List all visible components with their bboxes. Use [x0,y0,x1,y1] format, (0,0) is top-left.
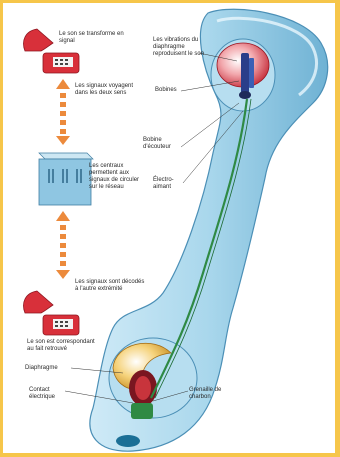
earpiece-assembly [211,39,275,111]
signal-arrows-top [56,79,70,145]
telephone-diagram [3,3,335,453]
caption-phone-bottom: Le son est correspondant au fait retrouv… [27,339,99,353]
exchange-cabinet-icon [39,153,93,205]
label-electro-aimant: Électro-aimant [153,177,185,191]
caption-exchange: Les centraux permettent aux signaux de c… [89,163,147,191]
label-diaphragme: Diaphragme [25,365,71,372]
telephone-icon [24,291,80,335]
label-grenaille: Grenaille de charbon [189,387,233,401]
label-contact: Contact électrique [29,387,65,401]
label-vibrations: Les vibrations du diaphragme reproduisen… [153,37,205,58]
caption-sound-to-signal: Le son se transforme en signal [59,31,139,45]
label-bobines: Bobines [155,87,185,94]
caption-signals-decoded: Les signaux sont décodés à l'autre extré… [75,279,145,293]
label-ecouteur: Bobine d'écouteur [143,137,183,151]
caption-signals-travel: Les signaux voyagent dans les deux sens [75,83,137,97]
signal-arrows-bottom [56,211,70,279]
diagram-frame: Le son se transforme en signal Les signa… [3,3,335,453]
